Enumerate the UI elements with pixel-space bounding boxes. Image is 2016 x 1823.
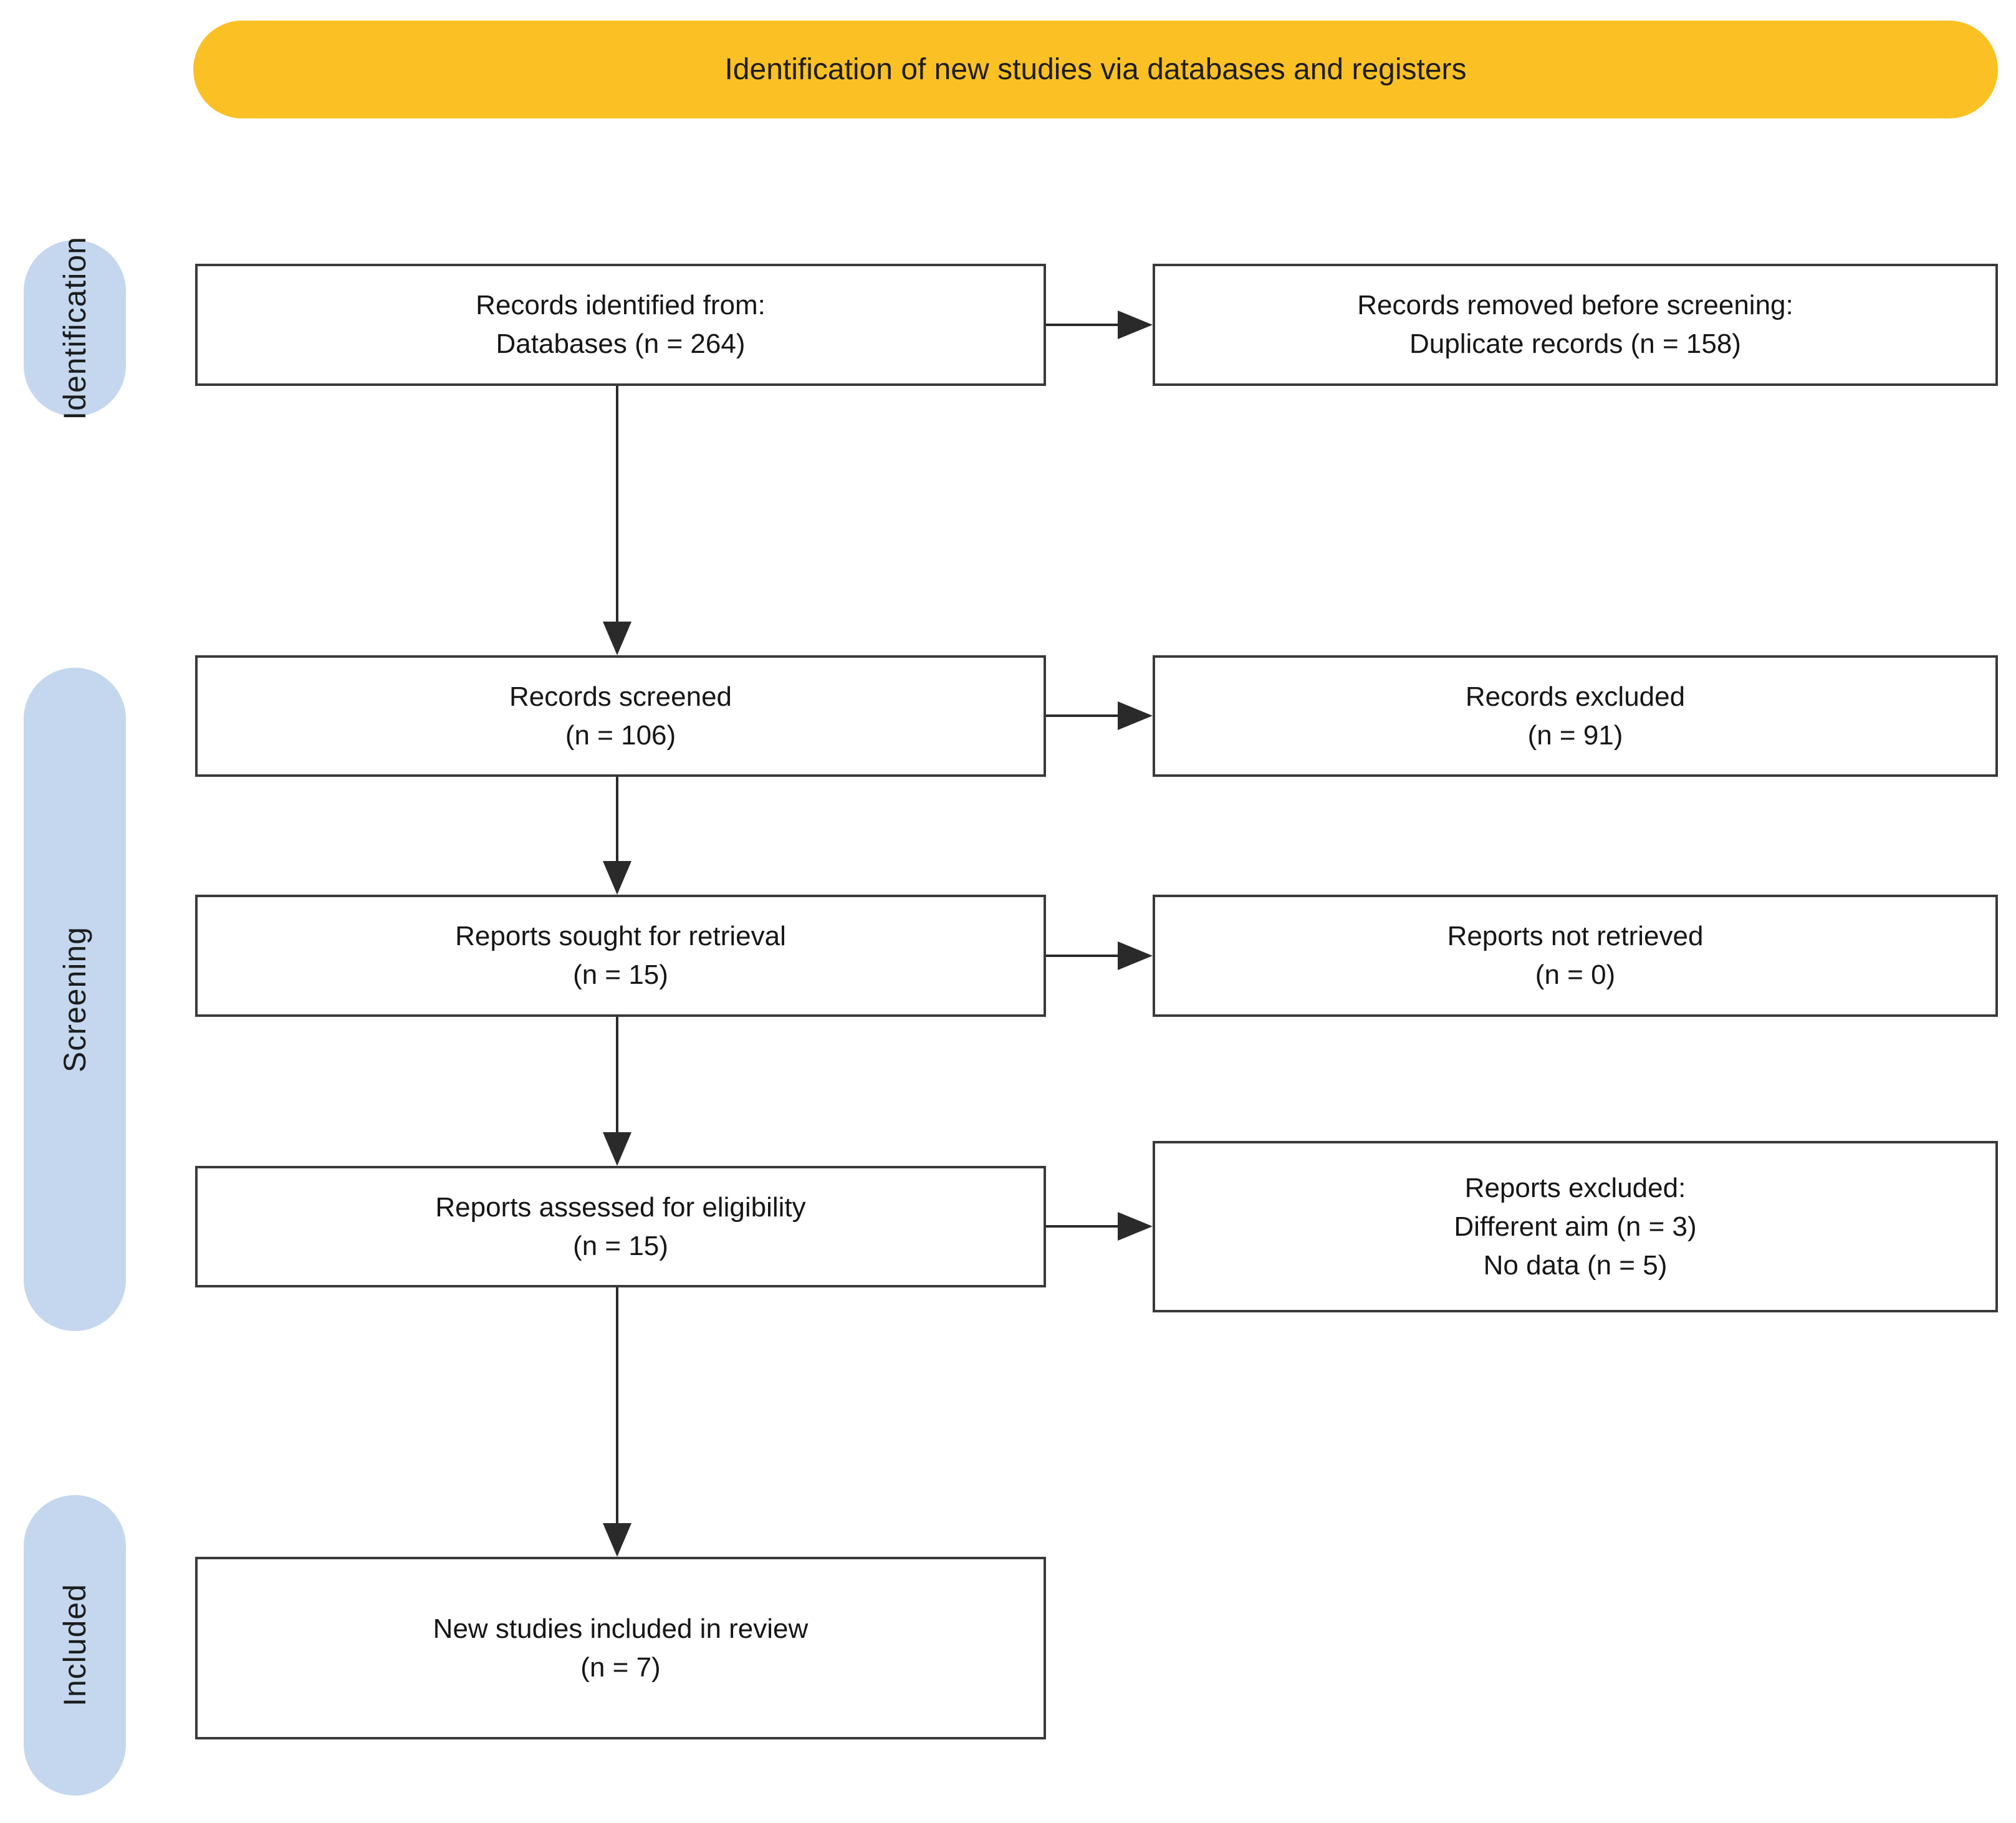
box-reports-not-retrieved: Reports not retrieved (n = 0) [1153, 895, 1998, 1017]
connector-sought-to-assessed [616, 1017, 618, 1132]
box-reports-excluded: Reports excluded: Different aim (n = 3) … [1153, 1141, 1998, 1312]
box-line: (n = 106) [565, 719, 676, 751]
arrowhead-right-icon [1118, 941, 1153, 970]
arrowhead-down-icon [603, 622, 631, 655]
box-reports-sought: Reports sought for retrieval (n = 15) [195, 895, 1046, 1017]
connector-identified-to-removed [1046, 324, 1119, 326]
box-line: Records excluded [1465, 681, 1686, 712]
stage-label-identification: Identification [57, 236, 92, 420]
box-line: (n = 7) [580, 1652, 661, 1683]
box-studies-included: New studies included in review (n = 7) [195, 1557, 1046, 1739]
connector-identified-to-screened [616, 386, 618, 622]
box-records-excluded: Records excluded (n = 91) [1153, 655, 1998, 777]
box-reports-assessed: Reports assessed for eligibility (n = 15… [195, 1166, 1046, 1287]
box-line: Records screened [509, 681, 732, 712]
box-line: Reports assessed for eligibility [435, 1191, 806, 1223]
arrowhead-right-icon [1118, 1212, 1153, 1241]
header-banner: Identification of new studies via databa… [193, 21, 1998, 118]
box-line: New studies included in review [433, 1613, 809, 1644]
stage-pill-screening: Screening [24, 668, 126, 1331]
box-line: Databases (n = 264) [496, 329, 746, 359]
box-records-screened: Records screened (n = 106) [195, 655, 1046, 777]
connector-sought-to-not-retrieved [1046, 955, 1119, 957]
box-records-identified: Records identified from: Databases (n = … [195, 264, 1046, 386]
box-line: Records identified from: [476, 290, 766, 320]
header-banner-label: Identification of new studies via databa… [724, 53, 1467, 86]
arrowhead-down-icon [603, 861, 631, 895]
box-line: Duplicate records (n = 158) [1409, 329, 1741, 359]
box-line: (n = 15) [573, 1230, 668, 1261]
stage-pill-included: Included [24, 1495, 126, 1796]
arrowhead-right-icon [1118, 310, 1153, 339]
connector-screened-to-sought [616, 777, 618, 861]
box-line: Reports not retrieved [1447, 921, 1704, 951]
box-line: Reports excluded: [1464, 1172, 1686, 1203]
box-line: (n = 91) [1527, 719, 1623, 751]
box-line: Records removed before screening: [1357, 290, 1793, 320]
box-line: Reports sought for retrieval [455, 921, 786, 951]
box-line: (n = 15) [573, 960, 668, 990]
arrowhead-down-icon [603, 1132, 631, 1166]
arrowhead-down-icon [603, 1523, 631, 1557]
stage-label-included: Included [57, 1584, 92, 1707]
stage-pill-identification: Identification [24, 236, 126, 420]
connector-assessed-to-included [616, 1287, 618, 1523]
box-records-removed: Records removed before screening: Duplic… [1153, 264, 1998, 386]
box-line: No data (n = 5) [1483, 1249, 1668, 1281]
stage-label-screening: Screening [57, 926, 92, 1073]
connector-assessed-to-reports-excluded [1046, 1225, 1119, 1228]
connector-screened-to-excluded [1046, 714, 1119, 717]
box-line: Different aim (n = 3) [1454, 1211, 1697, 1242]
box-line: (n = 0) [1535, 960, 1616, 990]
arrowhead-right-icon [1118, 701, 1153, 730]
